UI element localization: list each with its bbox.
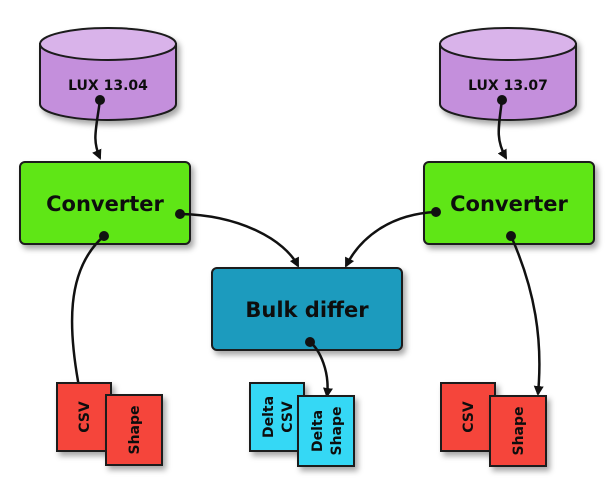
document-label: Shape [127, 405, 143, 454]
converter-box [19, 161, 191, 245]
bulk-differ-box [211, 267, 403, 351]
connector-dot [95, 95, 105, 105]
document-page [297, 395, 355, 467]
document-label: CSV [77, 401, 93, 433]
csv-document: CSV [56, 382, 112, 452]
outputs-left: CSV Shape [56, 382, 163, 466]
document-label-line2: Shape [329, 406, 345, 455]
database-lux-1304: LUX 13.04 [39, 27, 177, 121]
document-page [440, 382, 496, 452]
arrow-converter-left-to-outputs [70, 235, 105, 394]
connector-dot [497, 95, 507, 105]
document-page [56, 382, 112, 452]
connector-dot [175, 209, 185, 219]
bulk-differ-label: Bulk differ [245, 298, 369, 322]
csv-document: CSV [440, 382, 496, 452]
database-top [39, 27, 177, 61]
shape-document: Shape [105, 394, 163, 466]
outputs-delta: Delta CSV Delta Shape [249, 382, 355, 467]
database-body [439, 43, 577, 121]
delta-csv-document: Delta CSV [249, 382, 305, 452]
document-label: CSV [461, 401, 477, 433]
bulk-differ: Bulk differ [211, 267, 403, 351]
document-label: Shape [511, 406, 527, 455]
document-page [249, 382, 305, 452]
converter-label: Converter [46, 192, 164, 216]
database-top [439, 27, 577, 61]
database-body [39, 43, 177, 121]
connector-dot [305, 337, 315, 347]
arrow-db-left-to-converter [92, 99, 102, 160]
database-lux-1307: LUX 13.07 [439, 27, 577, 121]
converter-box [423, 161, 595, 245]
shape-document: Shape [489, 395, 547, 467]
document-label-line1: Delta [310, 410, 326, 452]
arrow-db-right-to-converter [497, 99, 508, 160]
database-label: LUX 13.07 [468, 78, 548, 94]
connector-dots [95, 95, 516, 347]
database-label: LUX 13.04 [68, 78, 148, 94]
arrow-converter-right-to-outputs [509, 235, 544, 396]
document-label-line2: CSV [280, 401, 296, 433]
converter-left: Converter [19, 161, 191, 245]
outputs-right: CSV Shape [440, 382, 547, 467]
delta-shape-document: Delta Shape [297, 395, 355, 467]
connector-dot [431, 207, 441, 217]
arrow-converter-left-to-differ [179, 212, 300, 268]
document-page [105, 394, 163, 466]
connector-dot [506, 231, 516, 241]
converter-right: Converter [423, 161, 595, 245]
arrow-converter-right-to-differ [344, 210, 437, 268]
document-label-line1: Delta [261, 396, 277, 438]
connectors [70, 99, 544, 398]
connector-dot [99, 231, 109, 241]
converter-label: Converter [450, 192, 568, 216]
document-page [489, 395, 547, 467]
